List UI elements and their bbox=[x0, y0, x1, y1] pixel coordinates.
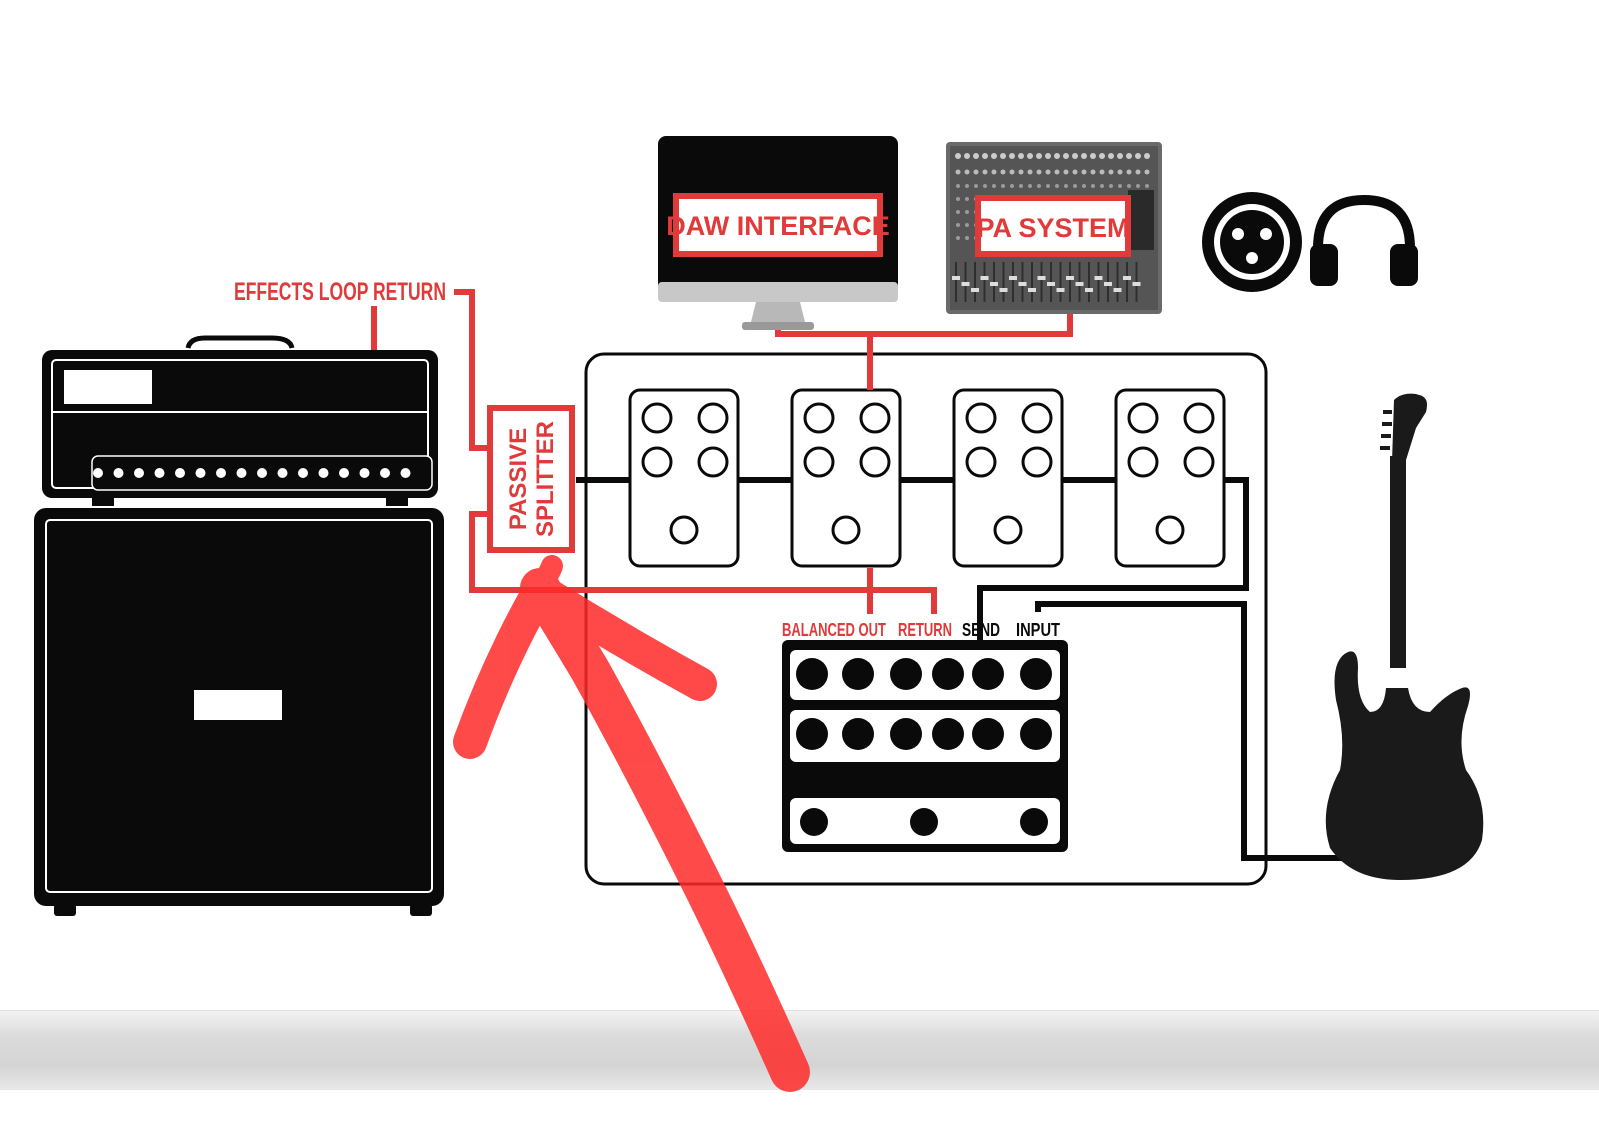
daw-monitor bbox=[658, 136, 898, 330]
amp-knob bbox=[400, 468, 411, 478]
pedal-knob bbox=[965, 446, 997, 478]
pedal-footswitch bbox=[1155, 515, 1185, 545]
effects-loop-return-label: EFFECTS LOOP RETURN bbox=[234, 278, 446, 306]
effect-pedal bbox=[1114, 388, 1226, 568]
pedal-knob bbox=[697, 446, 729, 478]
amp-knob bbox=[380, 468, 390, 478]
pedal-knob bbox=[965, 402, 997, 434]
pedal-knob bbox=[1021, 446, 1053, 478]
headphones-icon bbox=[1310, 194, 1418, 286]
amplifier bbox=[34, 335, 444, 916]
pedal-knob bbox=[641, 446, 673, 478]
electric-guitar-icon bbox=[1325, 393, 1484, 880]
amp-knob bbox=[298, 468, 308, 478]
balanced-out-label: BALANCED OUT bbox=[782, 620, 886, 640]
passive-splitter bbox=[487, 405, 575, 553]
black-cables bbox=[576, 477, 1346, 861]
passive-splitter-label-1: PASSIVE bbox=[505, 428, 532, 530]
amp-knob bbox=[93, 468, 103, 478]
daw-interface-label-box bbox=[673, 193, 883, 257]
amp-knob bbox=[195, 468, 206, 478]
pedal-knob bbox=[1127, 402, 1159, 434]
amp-knob bbox=[257, 468, 267, 478]
xlr-connector-icon bbox=[1202, 192, 1302, 292]
pa-mixer bbox=[946, 142, 1162, 314]
amp-logo-plate bbox=[64, 370, 152, 404]
pedal-knob bbox=[859, 402, 891, 434]
pedal-footswitch bbox=[669, 515, 699, 545]
pedal-knob bbox=[1183, 402, 1215, 434]
pa-system-label-box bbox=[975, 195, 1131, 257]
amp-knob bbox=[154, 468, 165, 478]
mfx-footswitch bbox=[910, 808, 938, 836]
effect-pedal bbox=[628, 388, 740, 568]
amp-knob bbox=[134, 468, 144, 478]
multi-effects-unit bbox=[782, 640, 1068, 852]
daw-interface-label: DAW INTERFACE bbox=[666, 211, 890, 241]
annotation-arrow bbox=[453, 555, 810, 1092]
mfx-knob bbox=[932, 718, 964, 750]
amp-knob bbox=[236, 468, 247, 478]
mfx-footswitch bbox=[800, 808, 828, 836]
pedal-footswitch bbox=[993, 515, 1023, 545]
mfx-knob bbox=[1020, 718, 1052, 750]
pedal-knob bbox=[1127, 446, 1159, 478]
pa-system-label: PA SYSTEM bbox=[976, 213, 1129, 243]
amp-knob bbox=[277, 468, 288, 478]
pedal-knob bbox=[803, 402, 835, 434]
mfx-knob bbox=[796, 658, 828, 690]
effect-pedal bbox=[790, 388, 902, 568]
amp-knob bbox=[359, 468, 370, 478]
mfx-knob bbox=[842, 718, 874, 750]
pedal-knob bbox=[697, 402, 729, 434]
input-label: INPUT bbox=[1016, 620, 1060, 640]
mfx-knob bbox=[890, 658, 922, 690]
amp-knob bbox=[175, 468, 185, 478]
pedal-knob bbox=[641, 402, 673, 434]
effect-pedal bbox=[952, 388, 1064, 568]
pedal-knob bbox=[859, 446, 891, 478]
mfx-knob bbox=[1020, 658, 1052, 690]
pedals bbox=[628, 388, 1226, 568]
mfx-footswitch bbox=[1020, 808, 1048, 836]
pedal-knob bbox=[1183, 446, 1215, 478]
pedal-knob bbox=[1021, 402, 1053, 434]
mfx-knob bbox=[890, 718, 922, 750]
mfx-knob bbox=[972, 658, 1004, 690]
return-label: RETURN bbox=[898, 620, 952, 640]
amp-knob bbox=[113, 468, 124, 478]
mfx-knob bbox=[972, 718, 1004, 750]
amp-knob bbox=[318, 468, 329, 478]
pedal-footswitch bbox=[831, 515, 861, 545]
pedal-knob bbox=[803, 446, 835, 478]
amp-knobs bbox=[93, 468, 411, 478]
send-label: SEND bbox=[962, 620, 1000, 640]
mfx-knob bbox=[932, 658, 964, 690]
mfx-knob bbox=[842, 658, 874, 690]
mfx-knob bbox=[796, 718, 828, 750]
cabinet-logo-plate bbox=[194, 690, 282, 720]
passive-splitter-label-2: SPLITTER bbox=[532, 421, 559, 537]
amp-knob bbox=[339, 468, 349, 478]
amp-knob bbox=[216, 468, 226, 478]
